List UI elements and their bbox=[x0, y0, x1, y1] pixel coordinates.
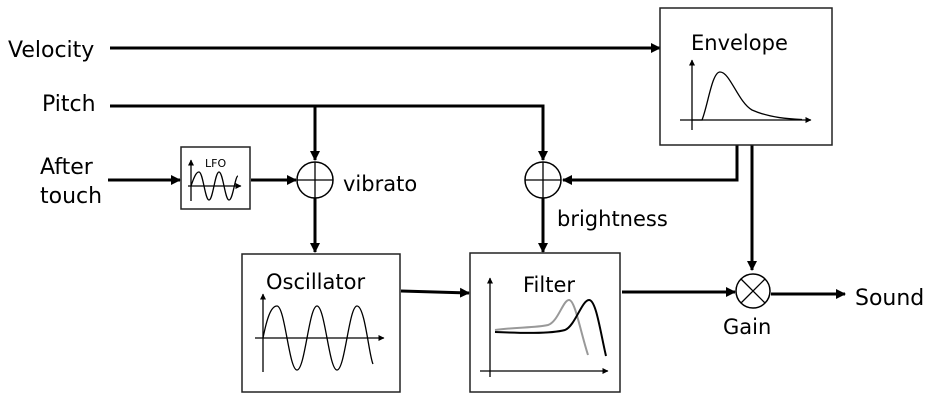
oscillator-to-filter-arrow bbox=[400, 287, 470, 298]
lfo-block: LFO bbox=[180, 146, 251, 210]
brightness-sum-junction bbox=[524, 161, 562, 199]
lfo-label: LFO bbox=[205, 157, 226, 170]
aftertouch-label-line1: After bbox=[40, 155, 94, 180]
aftertouch-label-line2: touch bbox=[40, 184, 102, 209]
envelope-block: Envelope bbox=[659, 7, 833, 146]
oscillator-waveform bbox=[262, 305, 374, 371]
sound-output-label: Sound bbox=[855, 286, 924, 311]
filter-block: Filter bbox=[469, 252, 621, 393]
oscillator-label: Oscillator bbox=[266, 270, 365, 294]
envelope-curve bbox=[692, 71, 803, 121]
filter-label: Filter bbox=[523, 273, 575, 297]
gain-multiplier-junction bbox=[735, 273, 771, 309]
vibrato-sum-junction bbox=[296, 161, 334, 199]
pitch-label: Pitch bbox=[42, 92, 96, 117]
lfo-waveform bbox=[190, 171, 239, 201]
gain-label: Gain bbox=[723, 315, 771, 339]
pitch-to-brightness-arrow bbox=[110, 104, 548, 161]
filter-curve-after bbox=[494, 298, 607, 357]
oscillator-block: Oscillator bbox=[241, 253, 401, 393]
envelope-label: Envelope bbox=[691, 31, 788, 55]
brightness-label: brightness bbox=[557, 207, 668, 231]
velocity-label: Velocity bbox=[8, 38, 94, 63]
envelope-to-brightness-arrow bbox=[562, 145, 739, 185]
vibrato-label: vibrato bbox=[343, 172, 417, 196]
filter-curve-before bbox=[494, 298, 589, 356]
